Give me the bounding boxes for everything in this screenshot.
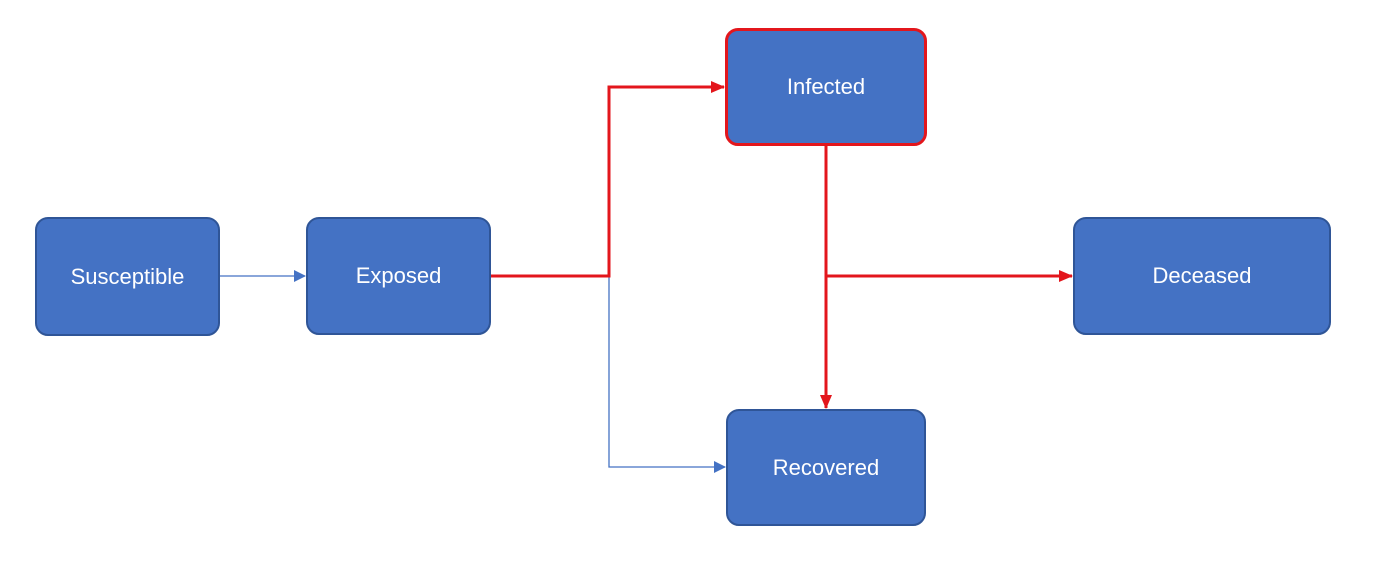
arrow-exposed-to-infected [491, 81, 725, 278]
node-label: Infected [786, 74, 866, 99]
node-exposed: Exposed [306, 217, 491, 335]
node-susceptible: Susceptible [35, 217, 220, 336]
node-infected: Infected [725, 28, 927, 146]
node-label: Deceased [1152, 263, 1252, 288]
arrow-exposed-to-recovered [608, 276, 726, 473]
node-label: Exposed [355, 263, 442, 288]
node-recovered: Recovered [726, 409, 926, 526]
node-label: Recovered [772, 454, 880, 480]
node-deceased: Deceased [1073, 217, 1331, 335]
node-label: Susceptible [70, 263, 185, 289]
